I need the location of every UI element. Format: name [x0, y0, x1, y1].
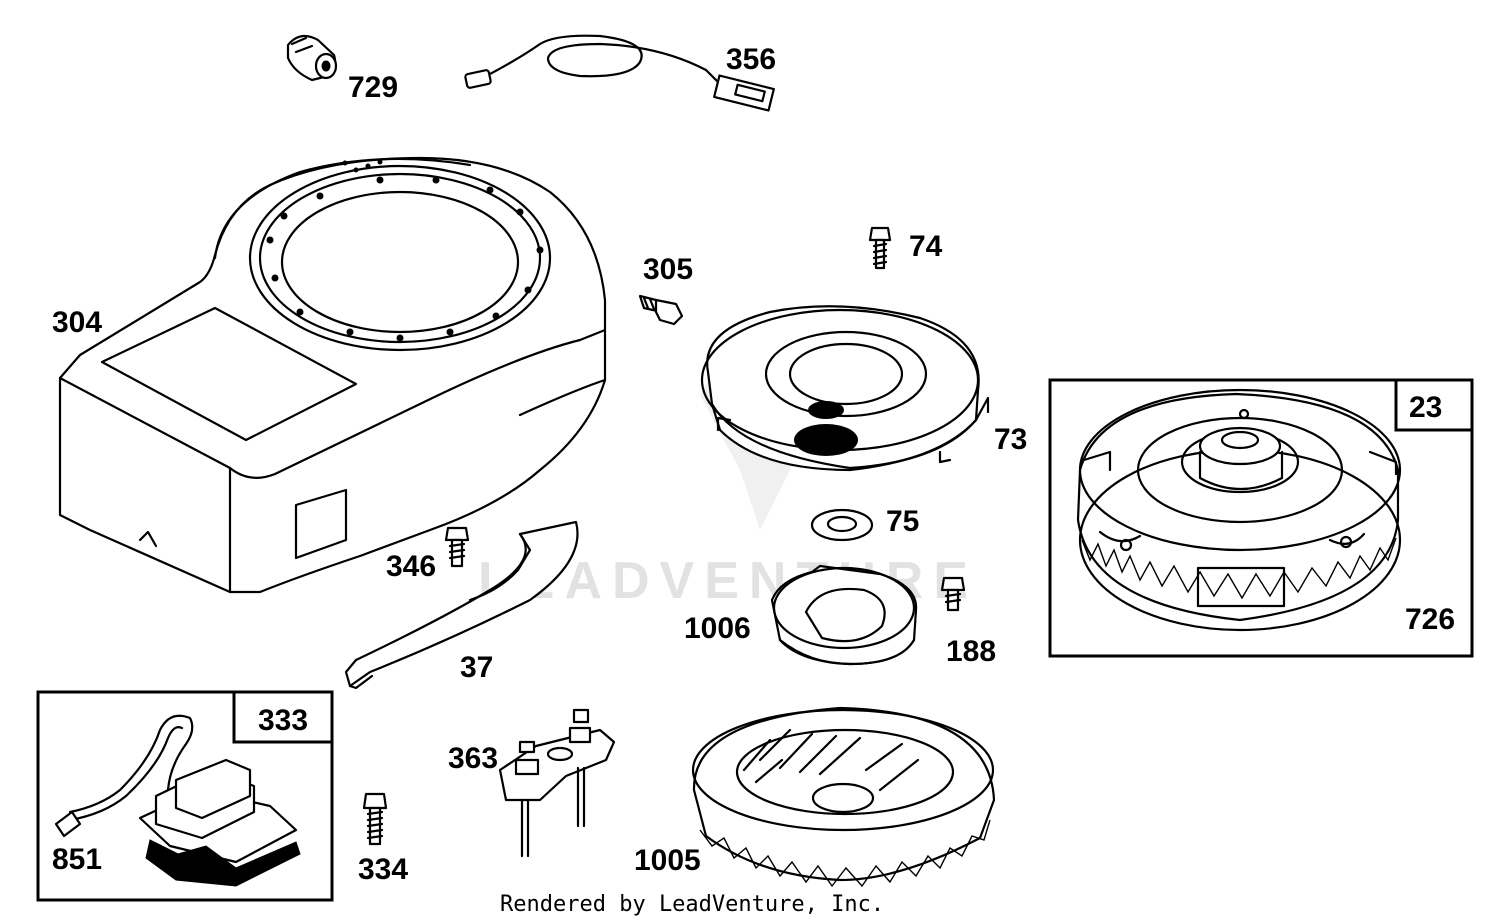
footer-credit: Rendered by LeadVenture, Inc. — [500, 892, 884, 917]
label-851: 851 — [52, 843, 102, 876]
kit-23-label-box — [1394, 378, 1474, 432]
part-1006-retainer[interactable] — [770, 564, 918, 666]
kit-23-box — [1048, 378, 1474, 658]
housing-holes — [266, 159, 544, 342]
plate-perforations — [794, 401, 858, 456]
label-304: 304 — [52, 306, 102, 339]
part-305-bolt[interactable] — [638, 294, 684, 326]
label-1006: 1006 — [684, 612, 751, 645]
part-729-grommet[interactable] — [286, 34, 338, 82]
part-1005-fan[interactable] — [691, 706, 996, 888]
part-334-screw[interactable] — [362, 792, 388, 846]
label-1005: 1005 — [634, 844, 701, 877]
label-188: 188 — [946, 635, 996, 668]
label-23: 23 — [1409, 391, 1442, 424]
part-304-blower-housing[interactable] — [58, 156, 607, 594]
label-333: 333 — [258, 704, 308, 737]
label-305: 305 — [643, 253, 693, 286]
part-188-screw[interactable] — [940, 576, 966, 612]
label-726: 726 — [1405, 603, 1455, 636]
part-346-screw[interactable] — [444, 526, 470, 568]
part-73-plate[interactable] — [700, 305, 990, 472]
label-73: 73 — [994, 423, 1027, 456]
part-labels: 729 356 304 305 74 73 23 75 346 1006 188… — [52, 43, 1455, 886]
label-363: 363 — [448, 742, 498, 775]
label-74: 74 — [909, 230, 943, 263]
part-37-air-guide[interactable] — [344, 520, 579, 690]
kit-23-flywheel[interactable] — [1048, 378, 1474, 658]
label-334: 334 — [358, 853, 408, 886]
label-346: 346 — [386, 550, 436, 583]
label-729: 729 — [348, 71, 398, 104]
label-75: 75 — [886, 505, 919, 538]
part-74-screw[interactable] — [868, 226, 892, 270]
part-363-bracket[interactable] — [498, 708, 616, 858]
part-75-washer[interactable] — [810, 508, 874, 542]
kit-333-ignition-coil[interactable] — [36, 690, 334, 902]
label-356: 356 — [726, 43, 776, 76]
kit-333-label-box — [232, 690, 334, 744]
label-37: 37 — [460, 651, 493, 684]
kit-333-box — [36, 690, 334, 902]
part-356-wire[interactable] — [464, 34, 775, 112]
